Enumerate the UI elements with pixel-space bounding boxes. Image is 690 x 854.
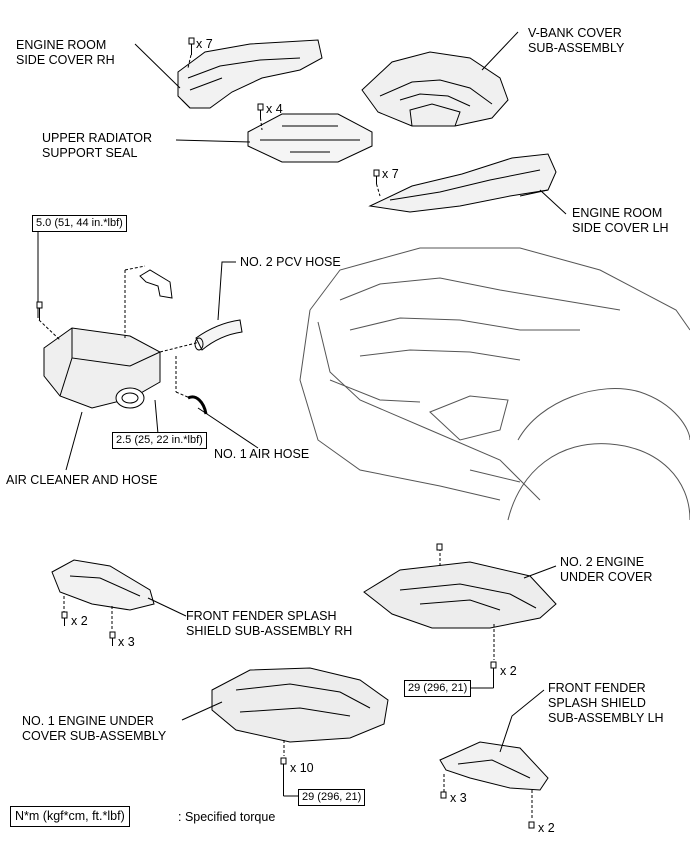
label-line: V-BANK COVER (528, 26, 622, 40)
legend-torque-unit: N*m (kgf*cm, ft.*lbf) (10, 806, 130, 827)
bolt-icon (61, 611, 68, 626)
label-line: FRONT FENDER SPLASH (186, 609, 337, 623)
no1-air-hose-part (187, 395, 208, 415)
count-rh-side-cover: x 7 (196, 37, 213, 51)
count-lh-side-cover: x 7 (382, 167, 399, 181)
bolt-icon (257, 103, 264, 131)
count-splash-rh-b: x 3 (118, 635, 135, 649)
bolt-icon (187, 37, 195, 69)
label-line: SHIELD SUB-ASSEMBLY RH (186, 624, 353, 638)
label-no1-air-hose: NO. 1 AIR HOSE (214, 447, 310, 461)
label-front-fender-splash-shield-lh: FRONT FENDER SPLASH SHIELD SUB-ASSEMBLY … (548, 681, 664, 726)
bolt-icon (109, 631, 116, 646)
no1-engine-under-cover-part (211, 667, 389, 756)
vehicle-front-outline (299, 247, 690, 521)
count-splash-lh-b: x 2 (538, 821, 555, 835)
label-engine-room-side-cover-rh: ENGINE ROOM SIDE COVER RH (16, 38, 115, 68)
no2-engine-under-cover-part (363, 548, 557, 660)
count-splash-lh-a: x 3 (450, 791, 467, 805)
label-line: NO. 1 ENGINE UNDER (22, 714, 154, 728)
label-air-cleaner-and-hose: AIR CLEANER AND HOSE (6, 473, 158, 487)
label-v-bank-cover: V-BANK COVER SUB-ASSEMBLY (528, 26, 624, 56)
label-line: UNDER COVER (560, 570, 653, 584)
label-line: SUB-ASSEMBLY LH (548, 711, 664, 725)
torque-air-cleaner-top: 5.0 (51, 44 in.*lbf) (32, 215, 127, 232)
bolt-icon (373, 169, 381, 197)
label-no1-engine-under-cover: NO. 1 ENGINE UNDER COVER SUB-ASSEMBLY (22, 714, 166, 744)
torque-under-cover-2: 29 (296, 21) (404, 680, 472, 697)
engine-room-side-cover-lh-part (368, 153, 557, 213)
front-fender-splash-shield-rh-part (51, 559, 155, 630)
label-no2-pcv-hose: NO. 2 PCV HOSE (240, 255, 341, 269)
label-line: NO. 2 ENGINE (560, 555, 645, 569)
label-upper-radiator-support-seal: UPPER RADIATOR SUPPORT SEAL (42, 131, 152, 161)
label-line: SIDE COVER LH (572, 221, 669, 235)
bolt-icon (36, 301, 43, 320)
bolt-icon (280, 757, 298, 797)
upper-radiator-support-seal-part (247, 113, 373, 163)
v-bank-cover-part (361, 51, 509, 127)
label-line: ENGINE ROOM (16, 38, 107, 52)
label-no2-engine-under-cover: NO. 2 ENGINE UNDER COVER (560, 555, 652, 585)
front-fender-splash-shield-lh-part (439, 741, 549, 820)
count-under-cover-1: x 10 (290, 761, 314, 775)
count-under-cover-2: x 2 (500, 664, 517, 678)
legend-torque-meaning: : Specified torque (178, 810, 276, 824)
bolt-icon (436, 543, 443, 551)
label-line: COVER SUB-ASSEMBLY (22, 729, 167, 743)
label-front-fender-splash-shield-rh: FRONT FENDER SPLASH SHIELD SUB-ASSEMBLY … (186, 609, 352, 639)
label-line: SUB-ASSEMBLY (528, 41, 625, 55)
label-line: FRONT FENDER (548, 681, 646, 695)
label-line: SPLASH SHIELD (548, 696, 646, 710)
label-line: SUPPORT SEAL (42, 146, 138, 160)
bolt-icon (490, 661, 497, 688)
label-line: ENGINE ROOM (572, 206, 663, 220)
bolt-icon (528, 821, 535, 829)
label-line: UPPER RADIATOR (42, 131, 152, 145)
count-radiator-seal: x 4 (266, 102, 283, 116)
count-splash-rh-a: x 2 (71, 614, 88, 628)
engine-room-side-cover-rh-part (177, 39, 323, 109)
pcv-hose-small-part (139, 269, 173, 299)
label-engine-room-side-cover-lh: ENGINE ROOM SIDE COVER LH (572, 206, 669, 236)
no2-pcv-hose-part (194, 319, 243, 351)
air-cleaner-and-hose-part (38, 265, 201, 435)
bolt-icon (440, 791, 447, 799)
torque-under-cover-1: 29 (296, 21) (298, 789, 366, 806)
label-line: SIDE COVER RH (16, 53, 115, 67)
torque-air-cleaner-hose: 2.5 (25, 22 in.*lbf) (112, 432, 207, 449)
